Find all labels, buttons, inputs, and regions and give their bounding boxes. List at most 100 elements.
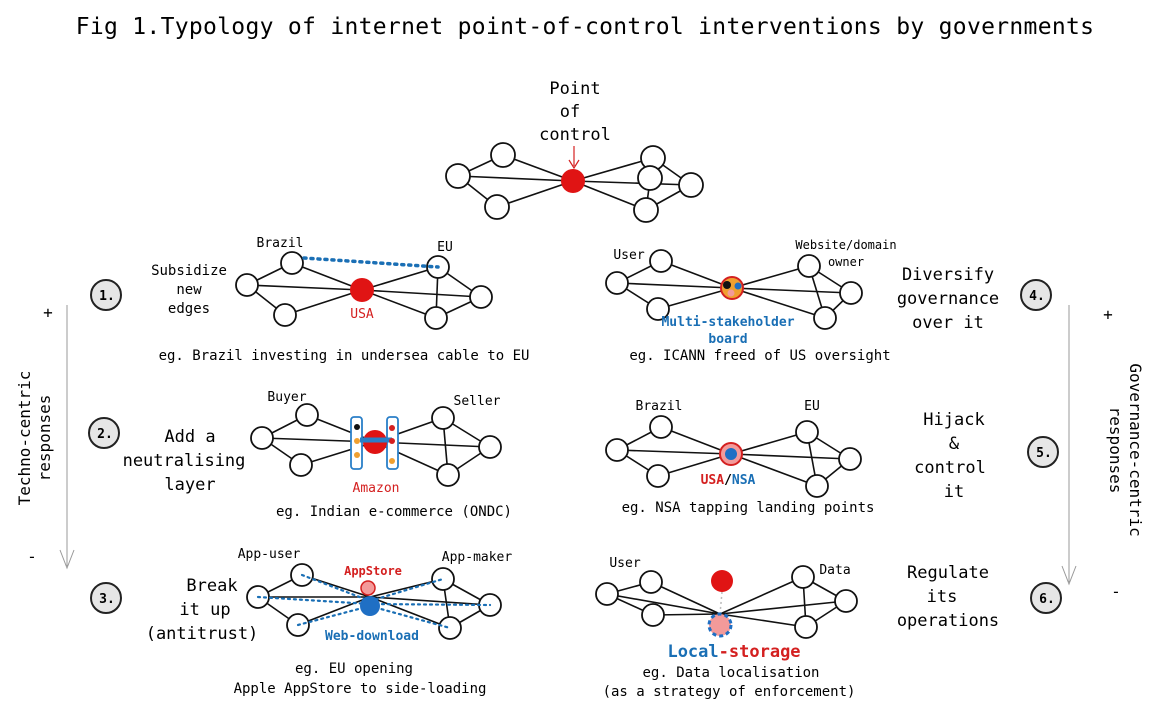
- panel-2-dot-e: [389, 438, 395, 444]
- panel-3-example-line-1: eg. EU opening: [295, 661, 413, 677]
- right-axis-title-line-1: Governance-centric: [1126, 363, 1145, 536]
- network-spoke: [361, 289, 482, 298]
- network-node: [678, 172, 704, 198]
- panel-5-action-line-4: it: [944, 482, 964, 502]
- network-spoke: [291, 262, 363, 291]
- network-spoke: [297, 596, 371, 626]
- panel-6-example-line-1: eg. Data localisation: [642, 665, 819, 681]
- network-spoke: [616, 282, 733, 289]
- panel-3-appstore-node: [360, 580, 376, 596]
- badge-3-text: 3.: [99, 592, 115, 607]
- network-node: [838, 447, 862, 471]
- network-node: [436, 463, 460, 487]
- panel-6-local-node: [707, 612, 733, 638]
- panel-5-inner-node: [725, 448, 737, 460]
- network-spoke: [496, 180, 574, 208]
- panel-6-label-data: Data: [819, 563, 850, 578]
- network-spoke: [731, 287, 852, 294]
- network-panel-5: [605, 415, 862, 498]
- network-spoke: [657, 453, 732, 477]
- panel-5-example: eg. NSA tapping landing points: [622, 500, 875, 516]
- panel-5-label-brazil: Brazil: [636, 399, 683, 414]
- left-axis-title-line-1: Techno-centric: [15, 371, 34, 506]
- badge-4: 4.: [1020, 279, 1052, 311]
- network-node: [235, 273, 259, 297]
- panel-2-label-seller: Seller: [454, 394, 501, 409]
- network-node: [280, 251, 304, 275]
- badge-5-text: 5.: [1036, 446, 1052, 461]
- network-node: [794, 615, 818, 639]
- network-node: [431, 567, 455, 591]
- panel-4-action-line-1: Diversify: [902, 265, 994, 285]
- panel-6-label-sep: -: [719, 642, 729, 662]
- badge-6: 6.: [1030, 582, 1062, 614]
- network-node: [649, 415, 673, 439]
- panel-3-action-line-2: it up: [179, 600, 230, 620]
- network-spoke: [284, 289, 363, 316]
- network-node: [295, 403, 319, 427]
- point-of-control-line-3: control: [539, 125, 611, 145]
- network-node: [438, 616, 462, 640]
- network-spoke: [730, 453, 851, 460]
- network-node: [637, 165, 663, 191]
- panel-5-action-line-3: control: [914, 458, 986, 478]
- panel-1-action-line-1: Subsidize: [151, 263, 227, 279]
- network-spoke: [730, 431, 808, 455]
- right-axis-plus: +: [1103, 305, 1113, 324]
- left-axis-minus: -: [27, 547, 37, 566]
- network-panel-4: [605, 249, 863, 330]
- panel-3-label-app-user: App-user: [238, 547, 301, 562]
- network-node: [813, 306, 837, 330]
- network-node: [478, 435, 502, 459]
- left-axis-plus: +: [43, 303, 53, 322]
- network-spoke: [457, 175, 574, 182]
- network-node: [605, 271, 629, 295]
- network-node: [484, 194, 510, 220]
- left-axis-arrowhead: [59, 549, 75, 570]
- panel-5-label-usa-nsa: USA/NSA: [701, 473, 756, 488]
- panel-2-label-buyer: Buyer: [267, 390, 306, 405]
- network-spoke: [374, 441, 449, 476]
- network-spoke: [719, 600, 847, 615]
- network-spoke: [361, 266, 439, 291]
- panel-4-action-line-2: governance: [897, 289, 999, 309]
- right-axis-arrowhead: [1061, 565, 1077, 586]
- figure-title: Fig 1.Typology of internet point-of-cont…: [76, 14, 1095, 40]
- panel-3-action-line-3: (antitrust): [146, 624, 259, 644]
- point-of-control-arrowhead: [568, 159, 580, 170]
- panel-5-action-line-1: Hijack: [923, 410, 984, 430]
- panel-1-control-node: [350, 278, 374, 302]
- panel-6-action-line-3: operations: [897, 611, 999, 631]
- panel-4-label-user: User: [613, 248, 644, 263]
- network-node: [633, 197, 659, 223]
- network-node: [431, 406, 455, 430]
- badge-2: 2.: [88, 417, 120, 449]
- panel-4-action-line-3: over it: [912, 313, 984, 333]
- network-node: [595, 582, 619, 606]
- left-axis-title-line-2: responses: [35, 395, 54, 482]
- panel-2-dot-d: [389, 425, 395, 431]
- network-spoke: [719, 613, 807, 628]
- network-node: [250, 426, 274, 450]
- badge-1-text: 1.: [99, 289, 115, 304]
- panel-6-label-local: Local: [667, 642, 718, 662]
- panel-4-label-owner-line-2: owner: [828, 255, 864, 269]
- right-axis-minus: -: [1111, 582, 1121, 601]
- panel-6-action-line-1: Regulate: [907, 563, 989, 583]
- network-spoke: [572, 180, 692, 186]
- network-spoke: [246, 284, 363, 291]
- network-spoke: [572, 157, 654, 182]
- panel-4-example: eg. ICANN freed of US oversight: [629, 348, 890, 364]
- panel-2-action-line-1: Add a: [164, 427, 215, 447]
- network-node: [289, 453, 313, 477]
- network-node: [469, 285, 493, 309]
- panel-5-action-line-2: &: [949, 434, 960, 454]
- network-panel-6: [595, 565, 858, 639]
- network-spoke: [719, 576, 804, 615]
- network-spoke: [572, 180, 647, 211]
- network-spoke: [730, 453, 818, 487]
- panel-3-label-appstore: AppStore: [344, 564, 402, 578]
- network-node: [649, 249, 673, 273]
- panel-5-label-sep: /: [724, 473, 732, 488]
- network-node: [839, 281, 863, 305]
